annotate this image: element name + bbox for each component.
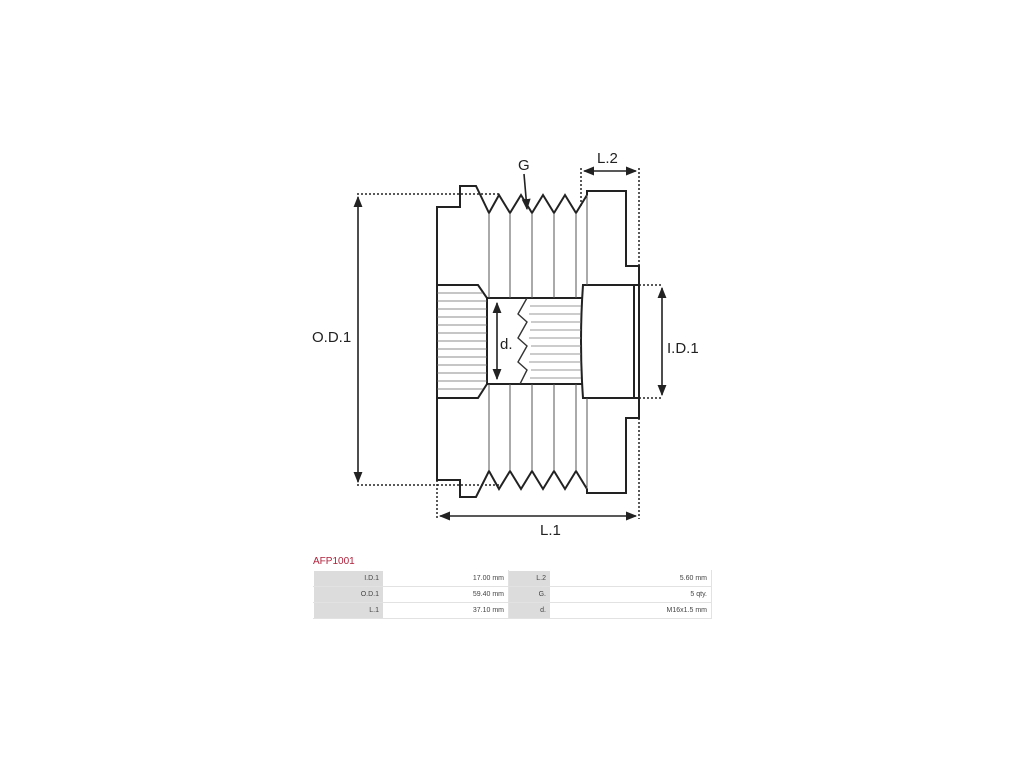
spec-row: I.D.1 17.00 mm L.2 5.60 mm — [313, 570, 712, 587]
spec-value: 59.40 mm — [383, 586, 509, 603]
label-d: d. — [500, 336, 513, 353]
pulley-bottom-profile — [436, 398, 640, 498]
label-od1: O.D.1 — [312, 329, 351, 346]
dimension-arrows — [353, 166, 667, 521]
groove-lines — [488, 195, 588, 489]
bore-thread — [517, 297, 528, 385]
spec-value: 5 qty. — [550, 586, 712, 603]
spec-key: L.2 — [508, 570, 551, 587]
spec-key: I.D.1 — [313, 570, 384, 587]
spec-key: O.D.1 — [313, 586, 384, 603]
label-id1: I.D.1 — [667, 340, 699, 357]
spec-value: M16x1.5 mm — [550, 602, 712, 619]
spec-value: 17.00 mm — [383, 570, 509, 587]
label-l2: L.2 — [597, 150, 618, 167]
spec-key: d. — [508, 602, 551, 619]
part-code: AFP1001 — [313, 556, 355, 567]
pulley-body — [436, 185, 640, 498]
right-hub — [580, 284, 640, 399]
spec-value: 5.60 mm — [550, 570, 712, 587]
spec-row: O.D.1 59.40 mm G. 5 qty. — [313, 586, 712, 603]
pulley-technical-drawing: G L.2 O.D.1 I.D.1 d. L.1 — [312, 150, 699, 539]
dimension-extension-lines — [357, 168, 663, 519]
label-l1: L.1 — [540, 522, 561, 539]
spec-table: I.D.1 17.00 mm L.2 5.60 mm O.D.1 59.40 m… — [313, 570, 712, 619]
spec-row: L.1 37.10 mm d. M16x1.5 mm — [313, 602, 712, 619]
pulley-top-profile — [436, 185, 640, 285]
knurl-hatching — [437, 292, 487, 390]
g-leader — [521, 173, 531, 211]
thread-hatching — [529, 305, 581, 379]
spec-key: G. — [508, 586, 551, 603]
spec-key: L.1 — [313, 602, 384, 619]
label-g: G — [518, 157, 530, 174]
spec-value: 37.10 mm — [383, 602, 509, 619]
